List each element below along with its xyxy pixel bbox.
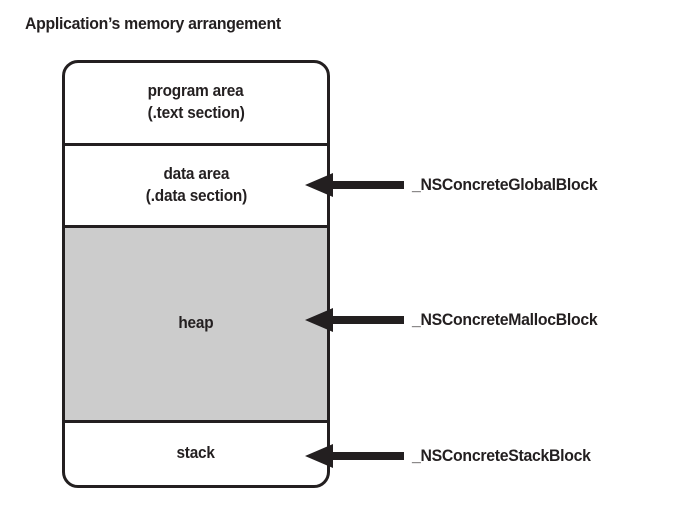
annotation-stack-block: _NSConcreteStackBlock — [303, 441, 683, 471]
memory-segment-heap: heap — [65, 225, 327, 420]
annotation-stack-block-label: _NSConcreteStackBlock — [412, 446, 591, 465]
left-arrow-icon — [305, 444, 404, 468]
annotation-global-block: _NSConcreteGlobalBlock — [303, 170, 683, 200]
annotation-malloc-block-label: _NSConcreteMallocBlock — [412, 310, 598, 329]
page-title: Application’s memory arrangement — [25, 14, 281, 33]
annotation-global-block-label: _NSConcreteGlobalBlock — [412, 175, 598, 194]
memory-segment-program-area: program area (.text section) — [65, 63, 327, 143]
memory-segment-data-area: data area (.data section) — [65, 143, 327, 225]
memory-segment-stack: stack — [65, 420, 327, 485]
segment-data-label-line1: data area — [163, 164, 229, 183]
left-arrow-icon — [305, 173, 404, 197]
memory-column: program area (.text section) data area (… — [62, 60, 330, 488]
segment-program-label-line2: (.text section) — [147, 104, 245, 122]
segment-stack-label: stack — [176, 444, 216, 463]
segment-data-label-line2: (.data section) — [145, 186, 247, 205]
segment-heap-label: heap — [178, 314, 214, 333]
left-arrow-icon — [305, 308, 404, 332]
annotation-malloc-block: _NSConcreteMallocBlock — [303, 305, 683, 335]
segment-program-label-line1: program area — [148, 82, 244, 101]
